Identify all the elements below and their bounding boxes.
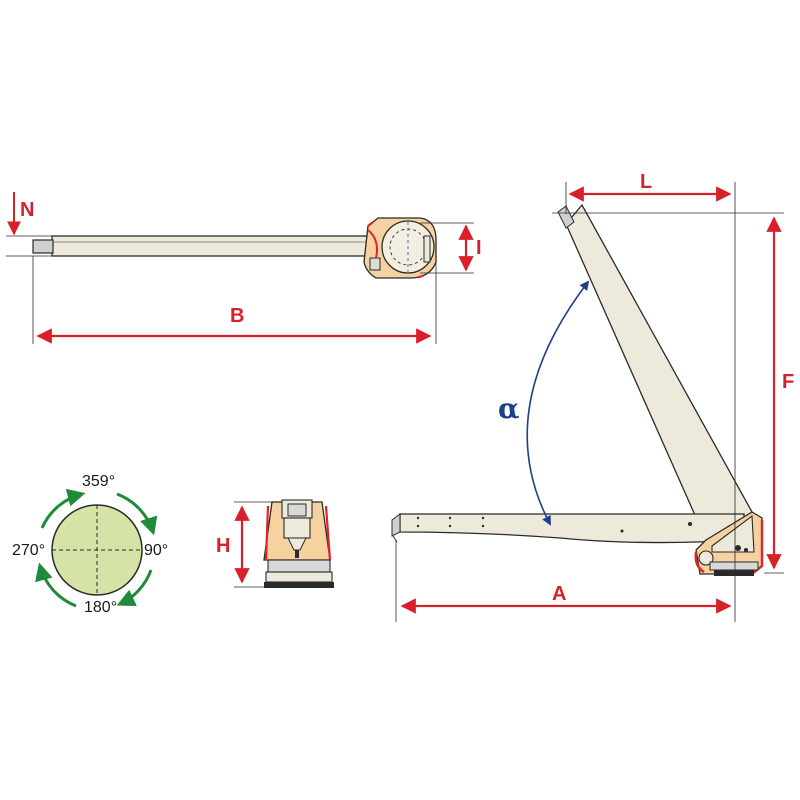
dimension-l: L bbox=[565, 171, 732, 214]
crane-base bbox=[694, 511, 764, 576]
dimension-n: N bbox=[6, 192, 52, 257]
rotation-label-left: 270° bbox=[12, 542, 45, 559]
rotation-label-bottom: 180° bbox=[84, 599, 117, 616]
side-view: α L F A bbox=[391, 171, 794, 622]
dimension-n-label: N bbox=[20, 199, 34, 221]
rotating-head-top-view bbox=[362, 216, 438, 280]
dimension-h: H bbox=[216, 501, 282, 588]
rotation-label-top: 359° bbox=[82, 473, 115, 490]
top-view: N I B bbox=[6, 192, 482, 344]
rotation-arrow-lower-right bbox=[116, 569, 153, 607]
rotation-diagram: 359° 90° 180° 270° bbox=[12, 473, 168, 616]
dimension-f: F bbox=[552, 212, 794, 574]
dimension-f-label: F bbox=[782, 371, 794, 393]
angle-alpha-label: α bbox=[498, 392, 520, 425]
dimension-b-label: B bbox=[230, 305, 244, 327]
dimension-a-label: A bbox=[552, 583, 566, 605]
rotation-label-right: 90° bbox=[144, 542, 168, 559]
dimension-i-label: I bbox=[476, 237, 482, 259]
front-view: H bbox=[216, 499, 334, 588]
rotation-arrow-upper-right bbox=[116, 492, 158, 536]
angle-alpha-arc bbox=[526, 280, 590, 526]
dimension-h-label: H bbox=[216, 535, 230, 557]
dimension-l-label: L bbox=[640, 171, 652, 193]
rotation-arrow-upper-left bbox=[40, 488, 86, 529]
dimension-b: B bbox=[32, 256, 437, 344]
dimension-i: I bbox=[420, 222, 482, 274]
rotation-arrow-lower-left bbox=[35, 562, 77, 608]
boom-tip bbox=[32, 239, 54, 254]
horizontal-boom bbox=[399, 513, 745, 544]
boom-tube-top-view bbox=[51, 235, 373, 257]
dimension-a: A bbox=[395, 540, 732, 622]
raised-jib bbox=[565, 203, 753, 541]
